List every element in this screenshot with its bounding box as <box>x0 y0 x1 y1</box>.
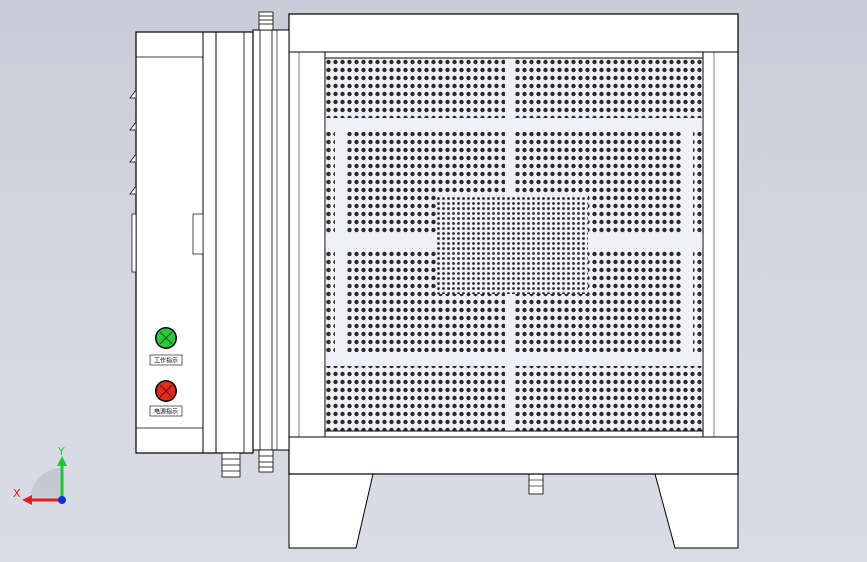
side-flange <box>252 29 290 451</box>
triad-x-arrow <box>22 495 32 505</box>
control-box-gland <box>221 452 241 478</box>
work-indicator-light <box>155 327 177 349</box>
leg-right <box>654 473 739 549</box>
drain-fitting <box>528 473 544 495</box>
svg-text:电源指示: 电源指示 <box>154 408 178 416</box>
triad-y-label: Y <box>57 445 65 458</box>
perforated-grille <box>324 57 704 432</box>
triad-base <box>30 468 62 500</box>
top-cable-gland <box>258 11 274 31</box>
power-indicator-light <box>155 380 177 402</box>
orientation-triad[interactable]: Y X <box>13 445 67 505</box>
triad-y-arrow <box>57 456 67 466</box>
power-indicator-label: 电源指示 <box>149 405 183 417</box>
leg-left <box>288 473 374 549</box>
work-indicator-label: 工作指示 <box>149 354 183 366</box>
control-box <box>131 31 254 454</box>
bottom-cable-gland <box>258 449 274 473</box>
vent-louvres <box>129 88 137 195</box>
triad-x-label: X <box>13 487 21 500</box>
svg-text:工作指示: 工作指示 <box>154 357 178 365</box>
triad-z-axis <box>58 496 66 504</box>
